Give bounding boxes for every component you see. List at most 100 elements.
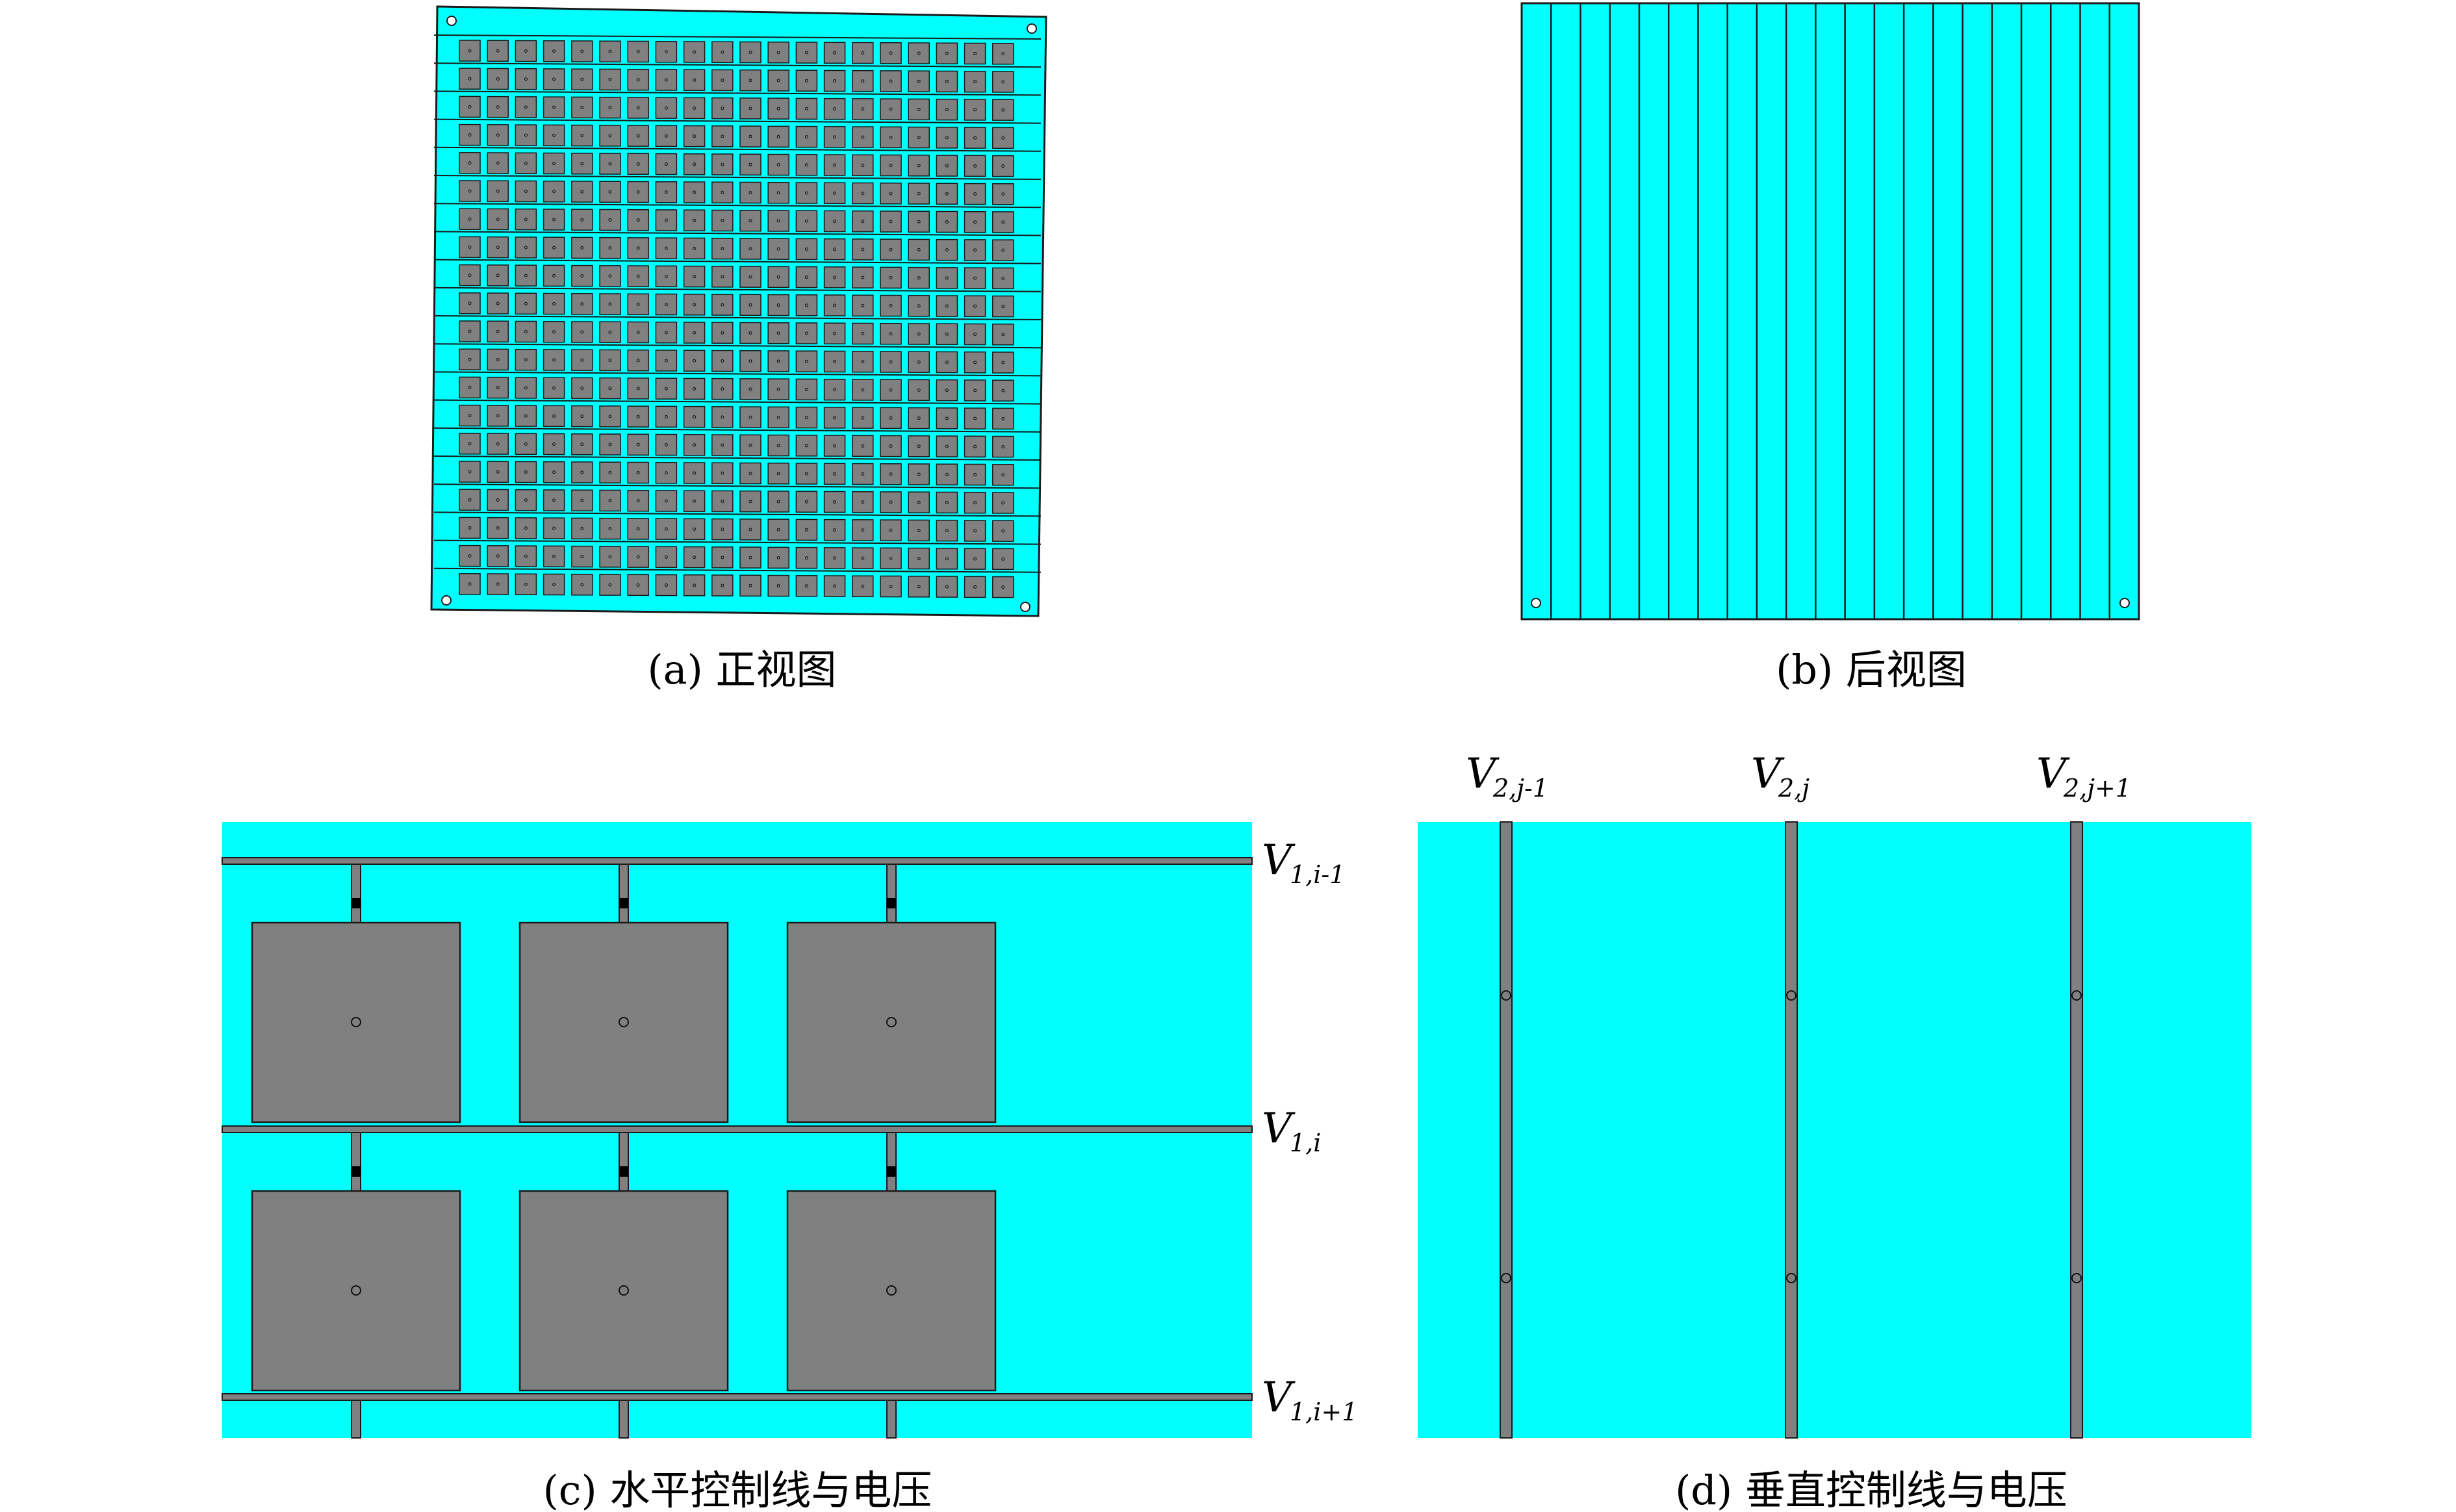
via-dot [524, 161, 528, 165]
patch-cell [627, 518, 649, 540]
via-dot [524, 49, 528, 53]
patch-cell [543, 545, 565, 568]
patch-cell [711, 406, 734, 428]
via-dot [861, 472, 865, 476]
via-dot [524, 105, 528, 109]
via-dot [608, 527, 612, 531]
via-dot [804, 247, 808, 251]
patch-cell [515, 489, 537, 511]
patch-cell [655, 378, 678, 400]
via-dot [917, 500, 921, 504]
patch-cell [908, 183, 930, 205]
patch-cell [515, 96, 537, 118]
patch-cell [655, 405, 678, 428]
via-dot [636, 583, 640, 587]
patch-cell [518, 921, 729, 1123]
via-dot [552, 442, 556, 446]
patch-cell [823, 42, 846, 64]
patch-cell [795, 238, 818, 261]
patch-cell [739, 69, 761, 92]
via-dot [468, 189, 472, 193]
via-dot [693, 556, 697, 559]
via-dot [973, 361, 977, 365]
patch-cell [880, 407, 902, 429]
patch-cell [599, 405, 621, 428]
via-dot [748, 135, 752, 138]
via-dot [608, 218, 612, 222]
patch-cell [880, 491, 902, 513]
via-dot [917, 51, 921, 55]
via-dot [552, 358, 556, 362]
via-dot [580, 330, 584, 334]
via-dot [468, 77, 472, 81]
via-dot [608, 77, 612, 81]
via-dot [693, 499, 697, 503]
patch-cell [487, 517, 509, 539]
patch-cell [599, 265, 621, 287]
patch-cell [795, 42, 818, 64]
via-dot [580, 274, 584, 278]
via-dot [1001, 416, 1005, 420]
patch-cell [487, 320, 509, 342]
patch-cell [823, 154, 846, 176]
patch-cell [936, 435, 958, 457]
via-dot [552, 77, 556, 81]
via-dot [804, 107, 808, 110]
via-dot [1001, 220, 1005, 224]
via-dot [580, 134, 584, 138]
via-dot [552, 218, 556, 222]
patch-cell [683, 378, 706, 400]
via-dot [804, 331, 808, 335]
patch-cell [795, 70, 818, 92]
patch-cell [711, 97, 734, 120]
via-dot [468, 554, 472, 558]
voltage-label: V [1262, 1374, 1296, 1422]
patch-cell [683, 405, 706, 428]
via-dot [889, 360, 893, 364]
via-dot [945, 108, 949, 112]
patch-cell [964, 70, 986, 93]
patch-cell [571, 40, 593, 62]
patch-cell [627, 574, 649, 596]
patch-cell [543, 433, 565, 455]
patch-cell [852, 98, 874, 120]
patch-cell [515, 405, 537, 427]
via-dot [945, 248, 949, 252]
patch-cell [880, 294, 902, 317]
via-dot [804, 556, 808, 560]
horizontal-control-line [433, 483, 1042, 489]
patch-cell [571, 545, 593, 568]
via-dot [861, 528, 865, 532]
via-dot [833, 556, 837, 560]
patch-cell [711, 378, 734, 400]
via-dot [748, 275, 752, 279]
via-dot [608, 583, 612, 587]
patch-cell [739, 125, 761, 147]
patch-cell [711, 209, 734, 232]
via-dot [524, 470, 528, 474]
via-dot [524, 133, 528, 137]
patch-cell [767, 406, 789, 429]
patch-cell [739, 209, 761, 232]
via-dot [945, 51, 949, 55]
patch-cell [739, 97, 761, 120]
voltage-label-subscript: 2,j [1778, 774, 1810, 802]
via-dot [552, 190, 556, 194]
patch-cell [683, 209, 706, 231]
patch-cell [964, 548, 986, 570]
vertical-control-line [1785, 821, 1798, 1439]
patch-cell [992, 155, 1014, 177]
via-dot [721, 190, 724, 194]
patch-cell [459, 376, 481, 399]
via-dot [833, 275, 837, 279]
via-dot [721, 218, 724, 222]
via-dot [776, 135, 780, 138]
patch-cell [823, 97, 846, 120]
patch-cell [767, 42, 789, 64]
patch-cell [964, 295, 986, 318]
patch-cell [880, 519, 902, 541]
patch-cell [908, 155, 930, 177]
patch-cell [908, 407, 930, 429]
via-dot [917, 79, 921, 83]
via-dot [664, 359, 668, 363]
